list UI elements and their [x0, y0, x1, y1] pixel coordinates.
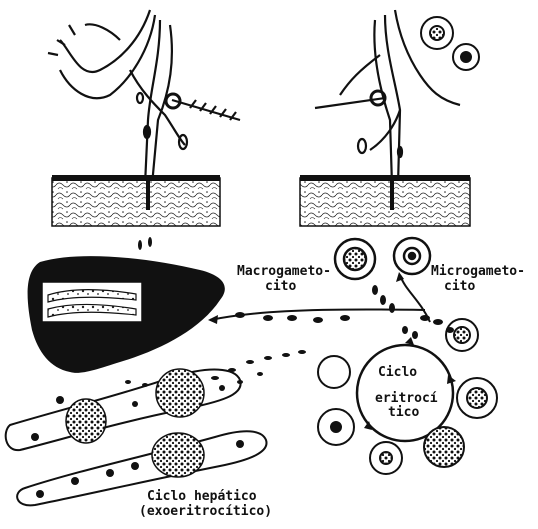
left-skin-surface — [52, 175, 220, 181]
hepatic-label-line1: Ciclo hepático — [147, 490, 257, 504]
left-mosquito-bite — [48, 10, 240, 185]
macrogametocyte-label-line1: Macrogameto- — [237, 265, 331, 279]
microgametocyte-label-line2: cito — [444, 280, 475, 294]
erythrocytic-label-line1: Ciclo — [378, 366, 417, 380]
erythrocytic-label-line2: eritrocí — [375, 392, 438, 406]
sporozoites-left — [138, 237, 152, 250]
macrogametocyte-label-line2: cito — [265, 280, 296, 294]
liver-inset — [42, 282, 142, 322]
left-skin-section — [52, 178, 220, 226]
mosquito-gametocytes — [421, 17, 479, 70]
right-skin-surface — [300, 175, 470, 181]
hepatic-cells — [6, 370, 267, 506]
gametocyte-cells — [335, 238, 430, 279]
hepatic-label-line2: (exoeritrocítico) — [139, 505, 272, 519]
microgametocyte-label-line1: Microgameto- — [431, 265, 525, 279]
right-skin-section — [300, 178, 470, 226]
erythrocytic-label-line3: tico — [388, 406, 419, 420]
